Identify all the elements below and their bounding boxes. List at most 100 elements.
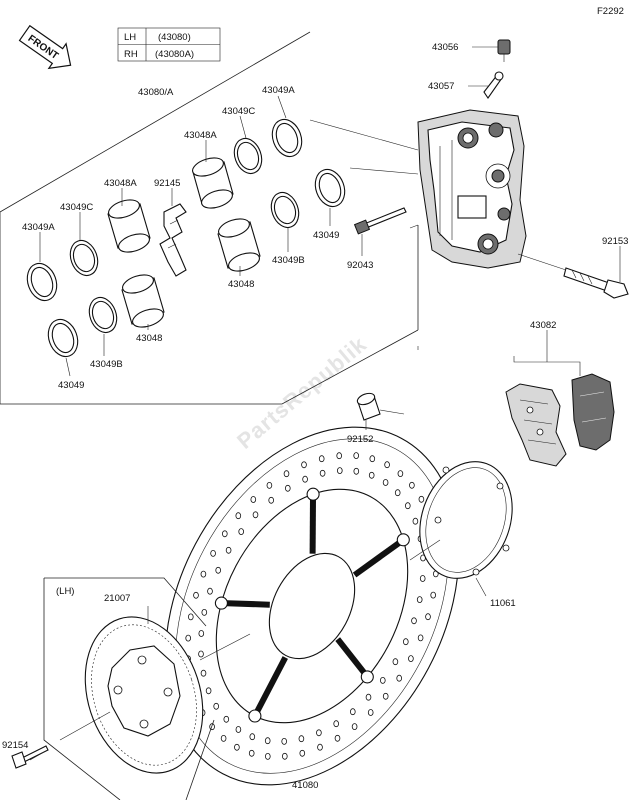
disc-hole xyxy=(252,511,259,519)
disc-hole xyxy=(318,455,325,463)
bushing-icon xyxy=(356,392,381,421)
disc-hole xyxy=(284,484,291,492)
disc-hole xyxy=(384,461,390,469)
piston-icon xyxy=(107,157,261,328)
disc-hole xyxy=(336,467,343,475)
disc-hole xyxy=(316,729,322,737)
disc-spoke xyxy=(223,600,270,608)
label-43048-right: 43048 xyxy=(228,279,254,290)
disc-hole xyxy=(200,570,207,578)
label-43049c-left: 43049C xyxy=(60,202,93,213)
label-43057: 43057 xyxy=(428,81,454,92)
label-43049b-left: 43049B xyxy=(90,359,123,370)
disc-button xyxy=(360,670,374,684)
disc-hole xyxy=(198,630,205,637)
leader-lines xyxy=(29,46,621,761)
abs-sensor-ring-icon xyxy=(84,616,204,774)
table-side-lh: LH xyxy=(124,32,136,43)
disc-hole xyxy=(319,469,326,477)
disc-hole xyxy=(213,702,220,710)
label-43049b-right: 43049B xyxy=(272,255,305,266)
label-43048a-top: 43048A xyxy=(184,130,217,141)
part-labels: 43080/A 43056 43057 43049A 43049C 43048A… xyxy=(2,42,628,791)
bleeder-cap-icon xyxy=(497,39,511,62)
label-43049-left: 43049 xyxy=(58,380,84,391)
bolt-icon xyxy=(563,267,629,299)
disc-hole xyxy=(419,575,426,582)
disc-hole xyxy=(412,517,419,525)
brake-pad-icon xyxy=(505,373,615,467)
disc-hole xyxy=(392,658,399,666)
brake-disc-icon xyxy=(164,426,460,786)
disc-hole xyxy=(235,512,242,520)
bolt-icon xyxy=(353,207,407,235)
disc-hole xyxy=(223,715,230,723)
disc-hole xyxy=(207,587,213,595)
disc-button xyxy=(214,596,228,610)
disc-spoke xyxy=(352,538,403,578)
disc-hole xyxy=(382,692,389,700)
disc-hole xyxy=(333,720,340,728)
disc-hole xyxy=(281,738,288,745)
label-43049c-top: 43049C xyxy=(222,106,255,117)
label-92145: 92145 xyxy=(154,178,180,189)
disc-hole xyxy=(220,735,227,742)
label-43056: 43056 xyxy=(432,42,458,53)
label-92043: 92043 xyxy=(347,260,373,271)
brake-caliper-icon xyxy=(417,109,527,269)
label-lh-note: (LH) xyxy=(56,586,74,597)
disc-hole xyxy=(205,687,212,695)
disc-hole xyxy=(394,489,401,497)
label-43048-left: 43048 xyxy=(136,333,162,344)
disc-hole xyxy=(188,613,194,621)
label-41080: 41080 xyxy=(292,780,318,791)
disc-hole xyxy=(409,481,415,489)
disc-hole xyxy=(215,566,222,574)
disc-hole xyxy=(264,753,271,760)
disc-hole xyxy=(249,733,256,741)
disc-hole xyxy=(268,496,275,504)
disc-hole xyxy=(201,609,208,616)
disc-hole xyxy=(430,591,437,599)
abs-group-outline xyxy=(43,577,215,800)
disc-hole xyxy=(235,726,242,733)
disc-hole xyxy=(334,734,341,742)
bleeder-valve-icon xyxy=(483,71,504,99)
disc-drill-holes xyxy=(185,452,439,760)
disc-hole xyxy=(367,709,374,716)
disc-hole xyxy=(404,502,411,510)
label-caliper-assy: 43080/A xyxy=(138,87,174,98)
disc-hole xyxy=(185,634,192,642)
caliper-group-outline xyxy=(0,31,419,405)
seal-ring-icon xyxy=(26,118,346,358)
disc-spoke xyxy=(335,637,369,678)
label-43049-right: 43049 xyxy=(313,230,339,241)
disc-hole xyxy=(238,528,245,535)
disc-hole xyxy=(225,546,232,554)
disc-hole xyxy=(264,737,271,745)
disc-hole xyxy=(317,743,323,751)
disc-hole xyxy=(397,470,404,478)
variant-table: LH (43080) RH (43080A) xyxy=(117,27,221,62)
label-92152: 92152 xyxy=(347,434,373,445)
disc-hole xyxy=(353,452,360,460)
disc-hole xyxy=(193,591,199,599)
gasket-icon xyxy=(419,461,513,579)
disc-button xyxy=(396,533,410,547)
disc-hole xyxy=(411,617,417,625)
disc-hole xyxy=(379,677,386,684)
disc-hole xyxy=(266,481,273,489)
label-92154: 92154 xyxy=(2,740,28,751)
disc-hole xyxy=(418,495,425,503)
disc-hole xyxy=(248,749,255,757)
bolt-icon xyxy=(11,745,49,769)
disc-hole xyxy=(200,669,207,677)
disc-button xyxy=(306,487,320,501)
disc-hole xyxy=(234,743,240,751)
table-part-lh: (43080) xyxy=(158,32,191,43)
disc-button xyxy=(248,709,262,723)
disc-hole xyxy=(396,674,403,682)
label-92153: 92153 xyxy=(602,236,628,247)
disc-hole xyxy=(301,461,307,469)
